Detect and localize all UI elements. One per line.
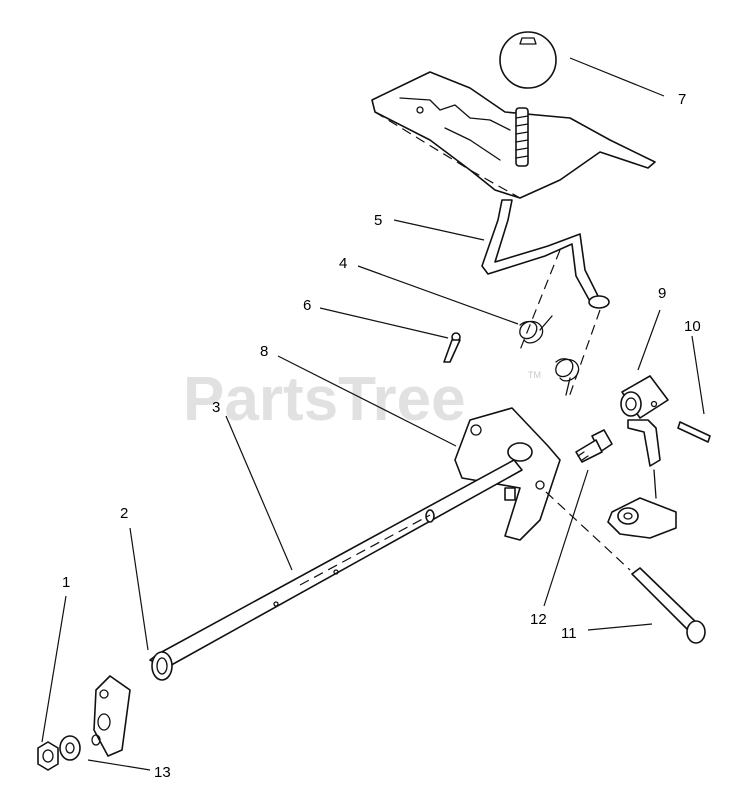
linkage-arm bbox=[607, 419, 677, 539]
callout-13: 13 bbox=[154, 764, 171, 781]
hex-nut bbox=[37, 741, 59, 771]
callout-10: 10 bbox=[684, 318, 701, 335]
callout-6: 6 bbox=[303, 297, 311, 314]
shaft-arm-plate bbox=[91, 675, 131, 757]
shift-knob bbox=[499, 31, 557, 167]
callout-9: 9 bbox=[658, 285, 666, 302]
callout-1: 1 bbox=[62, 574, 70, 591]
watermark: PartsTree TM bbox=[183, 365, 541, 434]
shift-lever bbox=[481, 199, 610, 401]
callout-4: 4 bbox=[339, 255, 347, 272]
snap-ring bbox=[151, 651, 173, 681]
shaft-collar bbox=[620, 375, 669, 419]
callout-7: 7 bbox=[678, 91, 686, 108]
carriage-bolt bbox=[575, 429, 613, 463]
callout-3: 3 bbox=[212, 399, 220, 416]
washer bbox=[59, 735, 81, 761]
cotter-pin bbox=[677, 421, 711, 443]
callouts: 7 5 4 6 8 3 2 1 13 9 10 12 11 bbox=[62, 91, 701, 781]
callout-11: 11 bbox=[561, 625, 577, 642]
callout-2: 2 bbox=[120, 505, 128, 522]
torsion-spring bbox=[519, 315, 580, 396]
callout-8: 8 bbox=[260, 343, 268, 360]
shift-plate bbox=[371, 71, 656, 199]
leader-lines bbox=[41, 57, 705, 771]
callout-12: 12 bbox=[530, 611, 547, 628]
roll-pin bbox=[443, 332, 461, 363]
watermark-text: PartsTree bbox=[183, 365, 466, 434]
callout-5: 5 bbox=[374, 212, 382, 229]
watermark-trademark: TM bbox=[528, 370, 541, 380]
clevis-pin bbox=[545, 491, 706, 644]
shift-shaft bbox=[149, 459, 523, 669]
